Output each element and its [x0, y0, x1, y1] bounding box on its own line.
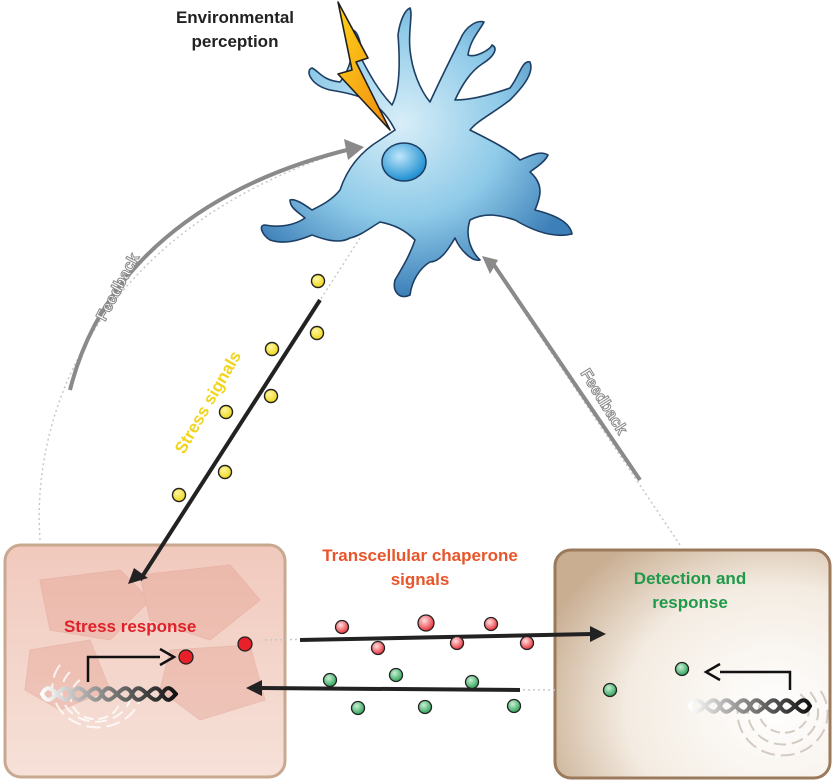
stress-signal-dot — [264, 341, 280, 357]
stress-signal-dot — [309, 325, 325, 341]
chaperone-arrow-to-right — [264, 626, 606, 642]
stress-signal-dot — [310, 273, 326, 289]
red-signal-dot — [417, 614, 435, 632]
chaperone-green-particles — [322, 661, 690, 716]
stress-signal-particles — [171, 273, 326, 503]
red-signal-dot — [519, 635, 535, 651]
green-signal-dot — [674, 661, 690, 677]
stress-response-label: Stress response — [64, 617, 197, 636]
stress-response-cell — [3, 543, 287, 779]
green-signal-dot — [322, 672, 338, 688]
detection-response-label: Detection and response — [633, 569, 747, 612]
er-membrane-graphic — [51, 664, 141, 729]
red-signal-dot — [370, 640, 386, 656]
feedback-arrow-left — [38, 139, 364, 541]
red-signal-dot — [178, 649, 194, 665]
neuron-nucleus — [381, 142, 427, 182]
red-signal-dot — [483, 616, 499, 632]
dna-helix-left — [40, 686, 178, 702]
dna-helix-right — [688, 698, 812, 714]
red-signal-dot — [237, 636, 253, 652]
stress-signal-dot — [217, 464, 233, 480]
green-signal-dot — [388, 667, 404, 683]
chaperone-red-particles — [178, 614, 535, 665]
er-membrane-graphic-right — [736, 689, 829, 757]
red-signal-dot — [334, 619, 350, 635]
stress-signals-arrow — [128, 237, 361, 584]
green-signal-dot — [417, 699, 433, 715]
neuron-cell — [260, 7, 573, 298]
stress-signal-dot — [263, 388, 279, 404]
green-signal-dot — [602, 682, 618, 698]
feedback-arrow-right — [482, 256, 681, 546]
lightning-bolt-icon — [337, 1, 391, 131]
stress-signal-dot — [171, 487, 187, 503]
green-signal-dot — [506, 698, 522, 714]
green-signal-dot — [350, 700, 366, 716]
chaperone-arrow-to-left — [246, 680, 556, 696]
stress-signals-label: Stress signals — [171, 348, 245, 457]
detection-response-cell — [553, 548, 832, 780]
transcription-arrow-right — [703, 662, 792, 690]
environmental-perception-label: Environmental perception — [175, 8, 295, 51]
transcription-arrow-left — [86, 647, 177, 682]
green-signal-dot — [464, 674, 480, 690]
stress-signal-dot — [218, 404, 234, 420]
transcellular-chaperone-label: Transcellular chaperone signals — [322, 546, 518, 589]
feedback-label-left: Feedback — [94, 251, 144, 324]
red-signal-dot — [449, 635, 465, 651]
